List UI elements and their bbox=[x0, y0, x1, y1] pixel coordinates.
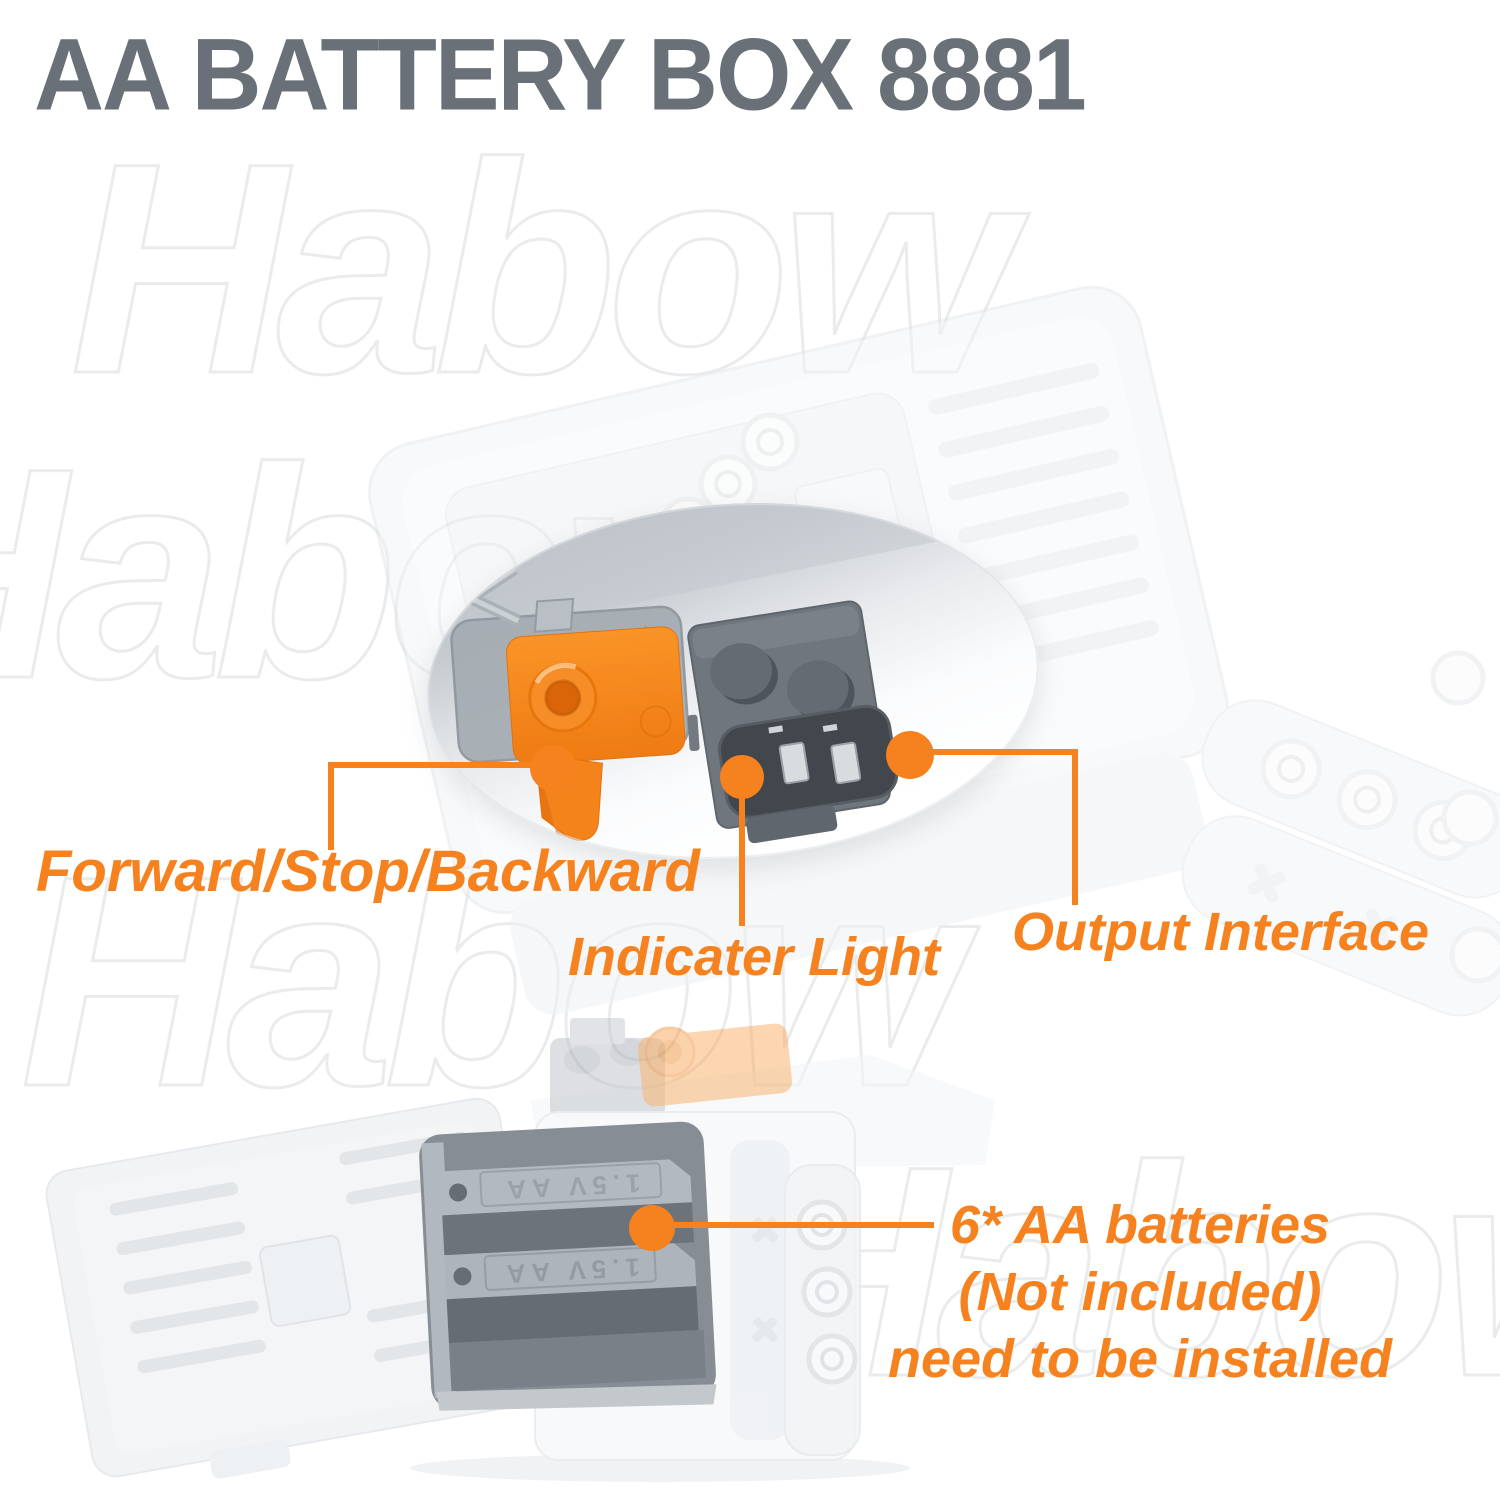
batteries-callout-line bbox=[672, 1222, 934, 1228]
technic-beam-block bbox=[1181, 699, 1500, 1017]
detail-inset-circle bbox=[415, 483, 1051, 879]
indicator-label: Indicater Light bbox=[568, 927, 941, 987]
connector-stud bbox=[710, 643, 773, 700]
ghost-switch-top bbox=[637, 1023, 793, 1107]
output-label: Output Interface bbox=[1012, 902, 1430, 962]
switch-callout-line-h bbox=[328, 762, 553, 768]
output-callout-line-v bbox=[1072, 749, 1078, 905]
indicator-callout-dot bbox=[720, 755, 764, 799]
door-emboss-square bbox=[259, 1234, 352, 1327]
battery-compartment: 1.5V AA 1.5V AA bbox=[419, 1121, 717, 1411]
stop-emboss bbox=[533, 597, 575, 633]
battery-contact-hole bbox=[453, 1267, 472, 1286]
output-callout-line-h bbox=[910, 749, 1078, 755]
batteries-label-line2: (Not included) bbox=[958, 1261, 1322, 1322]
battery-door[interactable] bbox=[43, 1095, 553, 1490]
switch-callout-line-v bbox=[328, 762, 334, 850]
battery-slot: 1.5V AA bbox=[439, 1159, 694, 1256]
axle-hole bbox=[1247, 863, 1398, 948]
side-pin-tubes bbox=[1430, 650, 1500, 984]
output-callout-dot bbox=[886, 731, 934, 779]
battery-slot-marking: 1.5V AA bbox=[501, 1168, 642, 1205]
batteries-callout-dot bbox=[629, 1205, 675, 1251]
ghost-connector-top bbox=[550, 1018, 665, 1118]
battery-contact-hole bbox=[449, 1183, 468, 1202]
batteries-label-line1: 6* AA batteries bbox=[949, 1195, 1331, 1255]
indicator-callout-line bbox=[739, 788, 745, 926]
battery-slot: 1.5V AA bbox=[444, 1243, 699, 1344]
switch-label: Forward/Stop/Backward bbox=[36, 839, 700, 904]
connector-contact bbox=[830, 741, 862, 785]
switch-callout-dot bbox=[530, 745, 576, 791]
batteries-label: 6* AA batteries (Not included) need to b… bbox=[850, 1192, 1430, 1393]
indicator-light-slot bbox=[687, 714, 700, 751]
batteries-label-line3: need to be installed bbox=[887, 1328, 1393, 1389]
battery-slot-marking: 1.5V AA bbox=[500, 1252, 641, 1289]
battery-box-open-photo: 1.5V AA 1.5V AA bbox=[43, 1018, 995, 1490]
page-title: AA BATTERY BOX 8881 bbox=[34, 17, 1087, 132]
side-technic-beam bbox=[730, 1140, 861, 1456]
connector-contact bbox=[778, 741, 810, 785]
connector-stud bbox=[786, 660, 849, 717]
